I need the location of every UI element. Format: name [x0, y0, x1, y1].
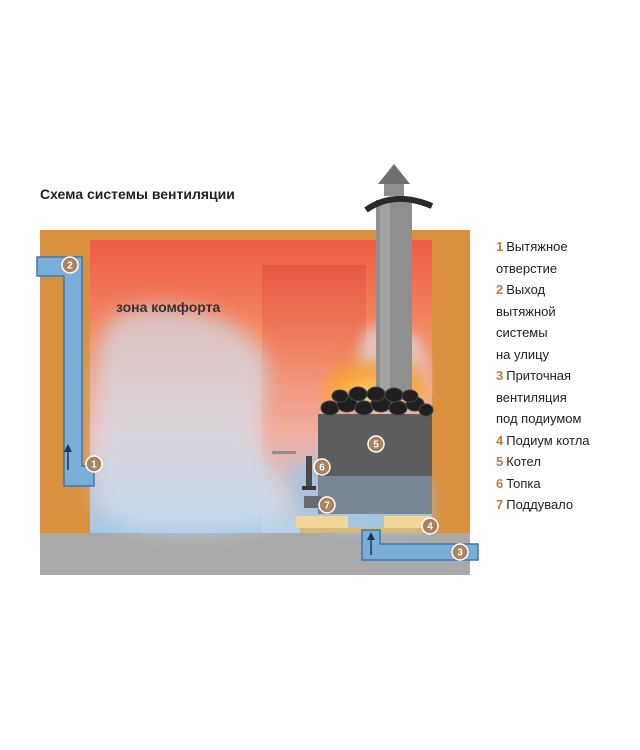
legend-text: Приточная	[506, 368, 572, 383]
firebox-handle	[302, 456, 316, 490]
legend-item-3-line-2: под подиумом	[496, 408, 636, 430]
stove-stones	[320, 386, 434, 417]
svg-text:1: 1	[91, 460, 97, 471]
legend-item-2-line-1: вытяжной	[496, 301, 636, 323]
svg-text:2: 2	[67, 261, 73, 272]
svg-text:4: 4	[427, 522, 433, 533]
exhaust-duct	[36, 256, 95, 487]
badge-5: 5	[367, 435, 385, 453]
diagram-title: Схема системы вентиляции	[40, 186, 235, 202]
door-handle	[272, 450, 296, 455]
legend-number: 6	[496, 475, 504, 491]
legend-item-2-line-3: на улицу	[496, 344, 636, 366]
legend-text: вентиляция	[496, 389, 567, 405]
legend-number: 1	[496, 239, 504, 254]
svg-text:6: 6	[319, 463, 325, 474]
badge-1: 1	[85, 455, 103, 473]
legend-text: вытяжной	[496, 303, 556, 319]
badge-3: 3	[451, 543, 469, 561]
legend-text: Вытяжное	[506, 239, 568, 254]
legend-number: 2	[496, 282, 504, 297]
legend-text: Подиум котла	[506, 432, 590, 448]
legend-number: 5	[496, 454, 504, 469]
badge-6: 6	[313, 458, 331, 476]
legend-item-2-line-2: системы	[496, 322, 636, 344]
legend-text: отверстие	[496, 260, 558, 276]
legend-number: 4	[496, 432, 504, 448]
legend-text: Топка	[506, 475, 541, 491]
comfort-zone-label: зона комфорта	[116, 299, 220, 315]
badge-7: 7	[318, 496, 336, 514]
svg-text:5: 5	[373, 440, 379, 451]
chimney	[364, 164, 434, 400]
legend-text: Котел	[506, 454, 541, 469]
legend-item-1-line-1: отверстие	[496, 258, 636, 280]
badge-4: 4	[421, 517, 439, 535]
legend-text: Выход	[506, 282, 546, 297]
legend-text: Поддувало	[506, 497, 574, 512]
legend-number: 7	[496, 497, 504, 512]
badge-2: 2	[61, 256, 79, 274]
legend-text: системы	[496, 325, 548, 340]
legend-text: под подиумом	[496, 411, 582, 426]
svg-text:3: 3	[457, 548, 463, 559]
svg-text:7: 7	[324, 501, 330, 512]
ash-pan	[304, 496, 322, 508]
legend-text: на улицу	[496, 346, 550, 362]
legend-number: 3	[496, 368, 504, 383]
legend-item-3-line-1: вентиляция	[496, 387, 636, 409]
supply-duct	[361, 529, 479, 561]
